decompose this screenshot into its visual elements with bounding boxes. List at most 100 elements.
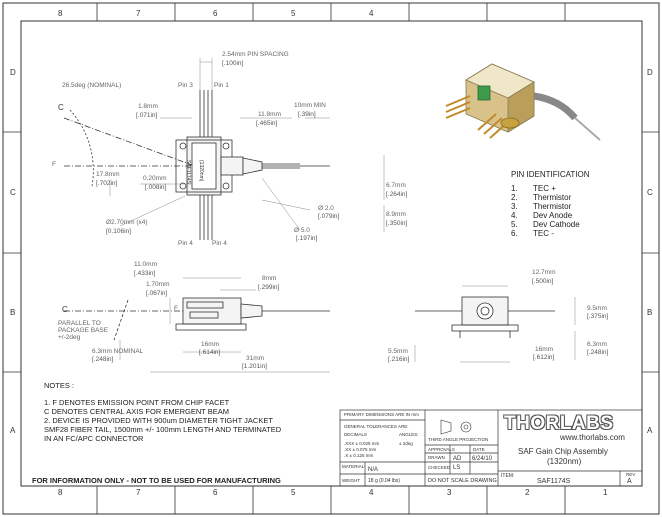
zone-top-4: 4 (369, 9, 374, 18)
dim-11-8-in: [.465in] (256, 120, 278, 127)
tb-url: www.thorlabs.com (560, 433, 625, 442)
pin-number: 1. (511, 184, 518, 193)
dim-5-5-in: [.216in] (388, 356, 410, 363)
pin-number: 6. (511, 229, 518, 238)
front-view-dims (414, 285, 576, 363)
dim-6-3-front: 6.3mm (587, 341, 607, 348)
label-c-side: C (62, 305, 68, 314)
dim-10-min-in: [.39in] (298, 111, 316, 118)
dim-6-7-in: [.264in] (386, 191, 408, 198)
side-view-dims (119, 277, 330, 373)
dim-pin-spacing: 2.54mm PIN SPACING (222, 51, 289, 58)
dim-31: 31mm (246, 355, 265, 362)
zone-right-a: A (647, 426, 653, 435)
tb-checked-label: CHECKED (428, 465, 451, 470)
pin-name: Dev Anode (533, 211, 573, 220)
dim-8-9-in: [.350in] (386, 220, 408, 227)
label-f-top: F (52, 161, 56, 168)
zone-left-a: A (10, 426, 16, 435)
dim-11-0-in: [.433in] (134, 270, 156, 277)
dim-11-8: 11.8mm (258, 111, 281, 118)
tb-approvals: APPROVALS (428, 447, 455, 452)
zone-top-5: 5 (291, 9, 296, 18)
note-line: 1. F DENOTES EMISSION POINT FROM CHIP FA… (44, 398, 230, 407)
dim-16-front-in: [.612in] (533, 354, 555, 361)
iso-view (445, 63, 601, 141)
tb-date-header: DATE (473, 447, 485, 452)
dim-8-in: [.299in] (258, 284, 280, 291)
tb-angles: ANGLES: (399, 432, 419, 437)
zone-top-6: 6 (213, 9, 218, 18)
title-block (339, 409, 643, 487)
tb-material-value: N/A (368, 467, 379, 473)
zone-bottom-1: 1 (603, 488, 608, 497)
tb-tolerance-3: .X ± 0.125 mm (344, 453, 374, 458)
zone-left-b: B (10, 308, 16, 317)
dim-dia-5-0: Ø 5.0 (294, 227, 310, 234)
tb-rev-label: REV (626, 472, 636, 477)
zone-right-b: B (647, 308, 653, 317)
dim-11-0: 11.0mm (134, 261, 157, 268)
pin-name: Thermistor (533, 202, 572, 211)
top-view-dims (109, 58, 385, 232)
dim-9-5-in: [.375in] (587, 313, 609, 320)
dim-16-side-in: [.614in] (199, 349, 221, 356)
pin-number: 5. (511, 220, 518, 229)
notes-block: NOTES : 1. F DENOTES EMISSION POINT FROM… (44, 381, 281, 443)
dim-1-8-in: [.071in] (136, 112, 158, 119)
dim-10-min: 10mm MIN (294, 102, 326, 109)
dim-pin-spacing-in: [.100in] (222, 60, 244, 67)
note-line: C DENOTES CENTRAL AXIS FOR EMERGENT BEAM (44, 407, 230, 416)
tb-item-label: ITEM: (501, 473, 515, 479)
dim-8-9: 8.9mm (386, 211, 406, 218)
tb-checked-by: LS (453, 465, 461, 471)
tb-decimals: DECIMALS (344, 432, 368, 437)
dim-31-in: [1.201in] (242, 363, 267, 370)
dim-6-3-front-in: [.248in] (587, 349, 609, 356)
notes-title: NOTES : (44, 381, 75, 390)
dim-16-front: 16mm (535, 346, 554, 353)
dim-dia-2-70-in: [0.106in] (106, 228, 131, 235)
note-line: IN AN FC/APC CONNECTOR (44, 434, 144, 443)
tb-angle-tolerance: ± 2deg (399, 441, 413, 446)
dim-0-20-in: [.008in] (145, 184, 167, 191)
dim-17-8: 17.8mm (96, 171, 120, 178)
tb-projection: THIRD ANGLE PROJECTION (428, 437, 489, 442)
thorlabs-logo: THORLABS (504, 413, 614, 434)
tb-tolerance-1: .XXX ± 0.025 mm (344, 441, 380, 446)
pin-row: 1. TEC + (511, 184, 580, 193)
dim-1-70: 1.70mm (146, 281, 170, 288)
dim-1-8: 1.8mm (138, 103, 158, 110)
label-c-top: C (58, 103, 64, 112)
note-parallel-1: PARALLEL TO (58, 320, 101, 327)
label-pin4-right: Pin 4 (212, 240, 227, 247)
label-f-side: F (174, 305, 178, 312)
note-parallel-3: +/-2deg (58, 334, 81, 341)
zone-right-d: D (647, 68, 653, 77)
tb-drawn-by: AD (453, 456, 462, 462)
zone-bottom-2: 2 (525, 488, 530, 497)
zone-bottom-3: 3 (447, 488, 452, 497)
dim-6-3-side-in: [.248in] (92, 356, 114, 363)
zone-bottom-4: 4 (369, 488, 374, 497)
pin-row: 5.Dev Cathode (511, 220, 580, 229)
dim-12-7-in: [.500in] (532, 278, 554, 285)
tb-title-line1: SAF Gain Chip Assembly (518, 447, 608, 456)
pin-name: TEC + (533, 184, 556, 193)
tb-tolerance-2: .XX ± 0.075 mm (344, 447, 377, 452)
dim-9-5: 9.5mm (587, 305, 607, 312)
pin-identification-title: PIN IDENTIFICATION (511, 170, 590, 179)
dim-dia-2-0: Ø 2.0 (318, 205, 334, 212)
dim-17-8-in: [.702in] (96, 180, 118, 187)
front-view (415, 296, 555, 338)
zone-left-d: D (10, 68, 16, 77)
dim-dia-5-0-in: [.197in] (296, 235, 318, 242)
dim-8: 8mm (262, 275, 277, 282)
top-view (63, 90, 330, 240)
tb-do-not-scale: DO NOT SCALE DRAWING (428, 478, 497, 484)
inner-frame (20, 20, 643, 487)
dim-12-7: 12.7mm (532, 269, 556, 276)
tb-item-number: SAF1174S (537, 478, 571, 485)
label-pin4-left: Pin 4 (178, 240, 193, 247)
